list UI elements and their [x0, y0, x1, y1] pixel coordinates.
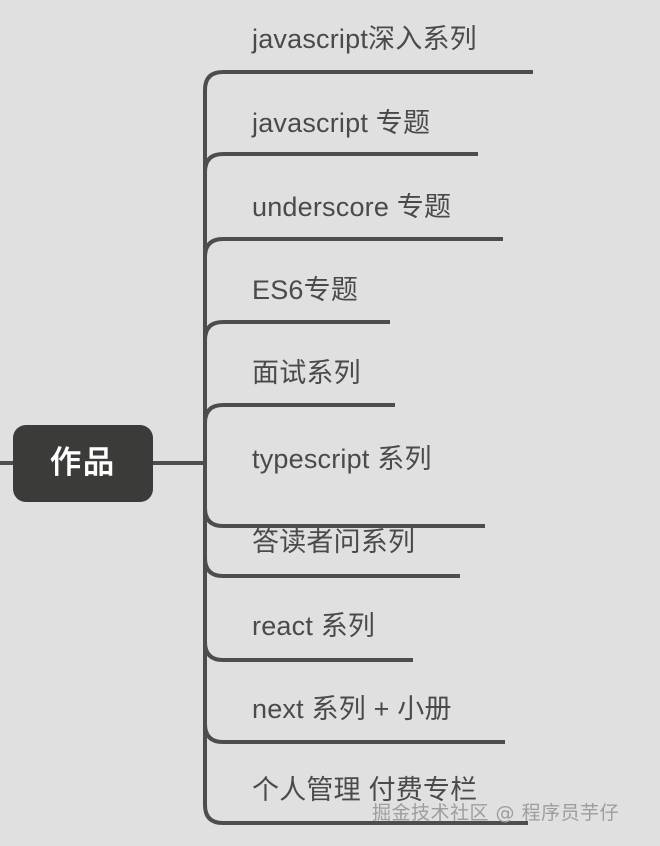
- branch-line-8: [203, 641, 413, 662]
- branch-line-6: [203, 507, 485, 528]
- branch-line-7: [203, 557, 460, 578]
- branch-line-9: [203, 723, 505, 744]
- root-node-label: 作品: [50, 445, 116, 481]
- branch-item-4[interactable]: ES6专题: [252, 275, 359, 305]
- branch-item-8[interactable]: react 系列: [252, 611, 376, 641]
- branch-item-10[interactable]: 个人管理 付费专栏: [252, 775, 478, 805]
- branch-line-10: [203, 804, 528, 825]
- branch-item-1[interactable]: javascript深入系列: [252, 24, 477, 54]
- branch-line-4: [203, 320, 390, 341]
- branch-line-5: [203, 403, 395, 424]
- branch-item-6[interactable]: typescript 系列: [252, 444, 432, 474]
- branch-item-9[interactable]: next 系列 + 小册: [252, 694, 452, 724]
- watermark-text: 掘金技术社区 @ 程序员芋仔: [372, 802, 620, 824]
- branch-item-7[interactable]: 答读者问系列: [252, 527, 416, 557]
- root-node[interactable]: 作品: [13, 425, 153, 502]
- branch-item-5[interactable]: 面试系列: [252, 358, 361, 388]
- branch-item-2[interactable]: javascript 专题: [252, 108, 431, 138]
- branch-item-3[interactable]: underscore 专题: [252, 192, 452, 222]
- branch-line-2: [203, 152, 478, 173]
- branch-line-3: [203, 237, 503, 258]
- branch-line-1: [203, 70, 533, 91]
